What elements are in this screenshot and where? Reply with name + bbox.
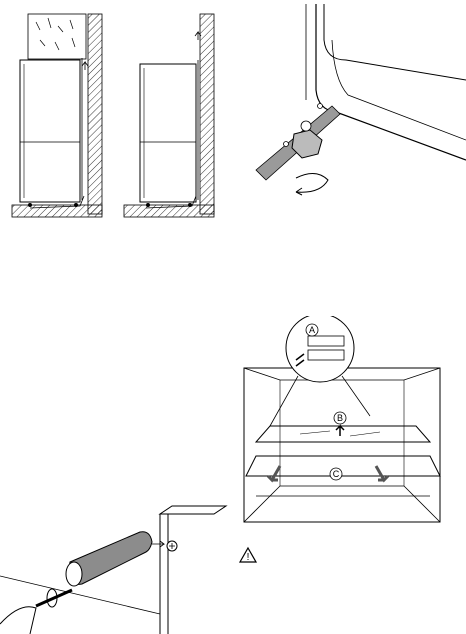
magnifier-circle [286, 316, 354, 382]
warning-triangle-icon: ! [238, 546, 258, 564]
ventilation-figure [0, 0, 232, 232]
callout-c-label: C [333, 469, 340, 479]
warning-glyph: ! [247, 552, 250, 563]
rotate-arrow-icon [296, 173, 328, 192]
arrow-pull-right-icon [376, 466, 388, 480]
callout-b-label: B [337, 413, 343, 423]
ventilation-illustration [0, 0, 232, 232]
leveling-foot-illustration [236, 0, 466, 210]
cabinet-top-left [28, 14, 86, 59]
fridge-interior [244, 368, 440, 522]
arrow-pull-left-icon [268, 466, 280, 480]
shelves-figure: A B C [240, 316, 446, 524]
leveling-foot-figure [236, 0, 466, 210]
handle-illustration [0, 484, 232, 634]
arrow-up-icon [336, 426, 344, 436]
fridge-body-right [140, 64, 196, 202]
wall-left-view [88, 14, 102, 214]
fridge-body-left [20, 60, 80, 202]
handle-figure [0, 484, 232, 634]
callout-a-label: A [309, 325, 315, 335]
screwdriver-handle [0, 607, 36, 634]
wall-right-view [200, 14, 214, 214]
shelves-illustration: A B C [240, 316, 446, 524]
